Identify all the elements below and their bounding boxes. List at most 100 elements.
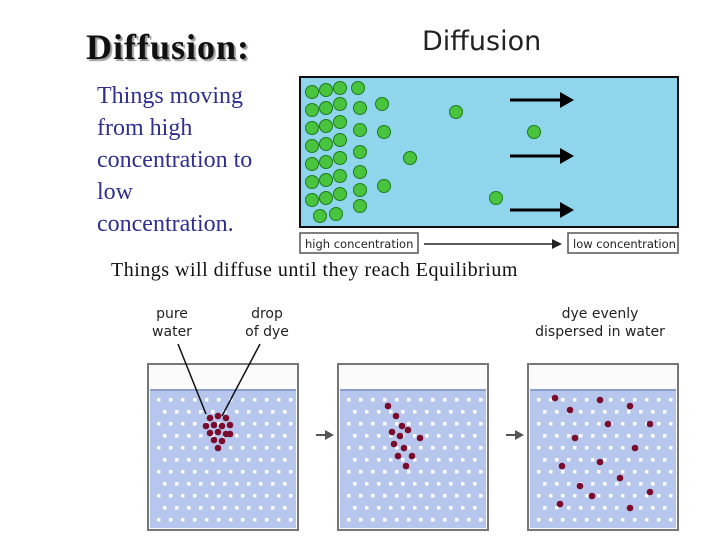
water-particle (615, 458, 619, 462)
dye-particle (402, 462, 410, 470)
water-particle (253, 446, 257, 450)
water-particle (573, 470, 577, 474)
water-particle (449, 434, 453, 438)
water-particle (669, 422, 673, 426)
water-particle (395, 518, 399, 522)
water-particle (651, 458, 655, 462)
particle (313, 209, 327, 223)
water-particle (591, 506, 595, 510)
water-particle (247, 458, 251, 462)
water-particle (549, 518, 553, 522)
water-particle (657, 494, 661, 498)
water-particle (359, 398, 363, 402)
water-particle (573, 398, 577, 402)
water-particle (425, 410, 429, 414)
particle (351, 81, 365, 95)
water-particle (181, 446, 185, 450)
water-particle (473, 458, 477, 462)
particle (353, 199, 367, 213)
water-particle (205, 446, 209, 450)
water-particle (585, 470, 589, 474)
water-particle (283, 506, 287, 510)
water-particle (479, 470, 483, 474)
water-particle (425, 506, 429, 510)
water-particle (187, 506, 191, 510)
water-particle (669, 518, 673, 522)
pure-water-label: water (152, 324, 192, 340)
water-particle (425, 434, 429, 438)
water-particle (413, 458, 417, 462)
water-particle (431, 446, 435, 450)
water-particle (169, 446, 173, 450)
water-particle (567, 482, 571, 486)
high-concentration-box (299, 232, 419, 254)
water-particle (543, 458, 547, 462)
water-particle (383, 518, 387, 522)
water-particle (561, 446, 565, 450)
water-particle (199, 506, 203, 510)
water-particle (247, 482, 251, 486)
water-particle (347, 446, 351, 450)
water-particle (175, 482, 179, 486)
particle (353, 101, 367, 115)
particle (305, 157, 319, 171)
water-particle (205, 398, 209, 402)
water-particle (627, 482, 631, 486)
water-particle (359, 422, 363, 426)
beaker-group (147, 363, 679, 531)
water-particle (455, 446, 459, 450)
water-particle (211, 506, 215, 510)
particle (319, 191, 333, 205)
water-particle (181, 470, 185, 474)
water-particle (353, 482, 357, 486)
dye-particle (396, 432, 404, 440)
water-particle (555, 458, 559, 462)
water-particle (419, 470, 423, 474)
water-particle (413, 506, 417, 510)
water-particle (371, 518, 375, 522)
particle (319, 119, 333, 133)
water-particle (537, 446, 541, 450)
water-particle (389, 482, 393, 486)
water-particle (181, 398, 185, 402)
particle (377, 179, 391, 193)
water-particle (371, 494, 375, 498)
particle (333, 115, 347, 129)
water-particle (253, 470, 257, 474)
water-particle (585, 494, 589, 498)
water-particle (473, 506, 477, 510)
water-particle (431, 398, 435, 402)
particle (333, 151, 347, 165)
water-particle (175, 458, 179, 462)
water-particle (271, 410, 275, 414)
water-particle (163, 506, 167, 510)
water-particle (271, 482, 275, 486)
dye-particle (631, 444, 639, 452)
dye-particle (398, 422, 406, 430)
water-particle (401, 482, 405, 486)
dispersed-label: dispersed in water (535, 324, 665, 340)
water-particle (217, 422, 221, 426)
water-particle (359, 446, 363, 450)
water-particle (205, 494, 209, 498)
water-particle (377, 458, 381, 462)
arrow-group (510, 92, 574, 218)
water-particle (241, 494, 245, 498)
water-particle (537, 518, 541, 522)
water-particle (247, 410, 251, 414)
water-particle (437, 506, 441, 510)
water-particle (651, 482, 655, 486)
dye-particle (222, 414, 230, 422)
dye-particle (626, 402, 634, 410)
dye-particle (202, 422, 210, 430)
water-particle (561, 494, 565, 498)
water-particle (217, 470, 221, 474)
water-particle (591, 410, 595, 414)
water-particle (223, 506, 227, 510)
water-particle (597, 518, 601, 522)
water-particle (573, 518, 577, 522)
water-particle (259, 506, 263, 510)
water-particle (537, 494, 541, 498)
water-particle (627, 434, 631, 438)
water-particle (377, 434, 381, 438)
